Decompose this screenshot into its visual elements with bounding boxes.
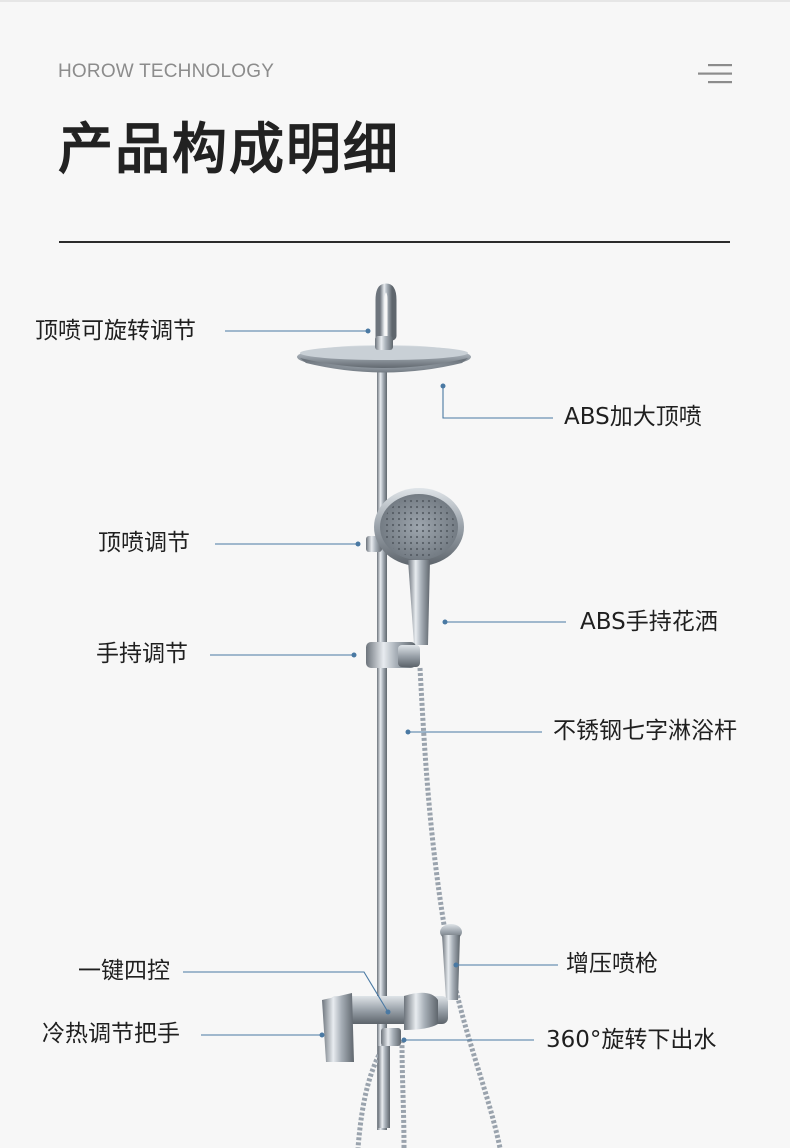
leader-dots	[319, 328, 459, 1043]
page-title: 产品构成明细	[58, 117, 401, 181]
mixer-valve	[322, 992, 448, 1128]
title-divider	[59, 241, 730, 243]
label-rotating-outlet: 360°旋转下出水	[546, 1027, 717, 1053]
menu-lines-icon[interactable]	[696, 63, 732, 85]
label-abs-top-spray: ABS加大顶喷	[564, 404, 702, 430]
leader-lines	[183, 330, 566, 1041]
handheld-holder	[366, 642, 420, 668]
label-steel-bar: 不锈钢七字淋浴杆	[553, 718, 737, 744]
label-top-spray-adjust: 顶喷调节	[98, 530, 190, 556]
handheld-shower	[374, 488, 464, 645]
label-top-spray-rotate: 顶喷可旋转调节	[35, 318, 196, 344]
label-pressure-gun: 增压喷枪	[566, 951, 658, 977]
shower-bar	[377, 350, 387, 1130]
label-abs-handheld: ABS手持花洒	[580, 609, 718, 635]
top-border	[0, 0, 790, 2]
brand-name: HOROW TECHNOLOGY	[58, 61, 275, 82]
rain-shower-head	[297, 336, 471, 373]
label-handheld-adjust: 手持调节	[96, 641, 188, 667]
top-gooseneck	[375, 283, 397, 355]
pressure-spray-gun	[440, 924, 462, 1000]
label-one-key-four: 一键四控	[78, 958, 170, 984]
shower-hose	[417, 667, 503, 1148]
label-hot-cold-handle: 冷热调节把手	[42, 1021, 180, 1047]
